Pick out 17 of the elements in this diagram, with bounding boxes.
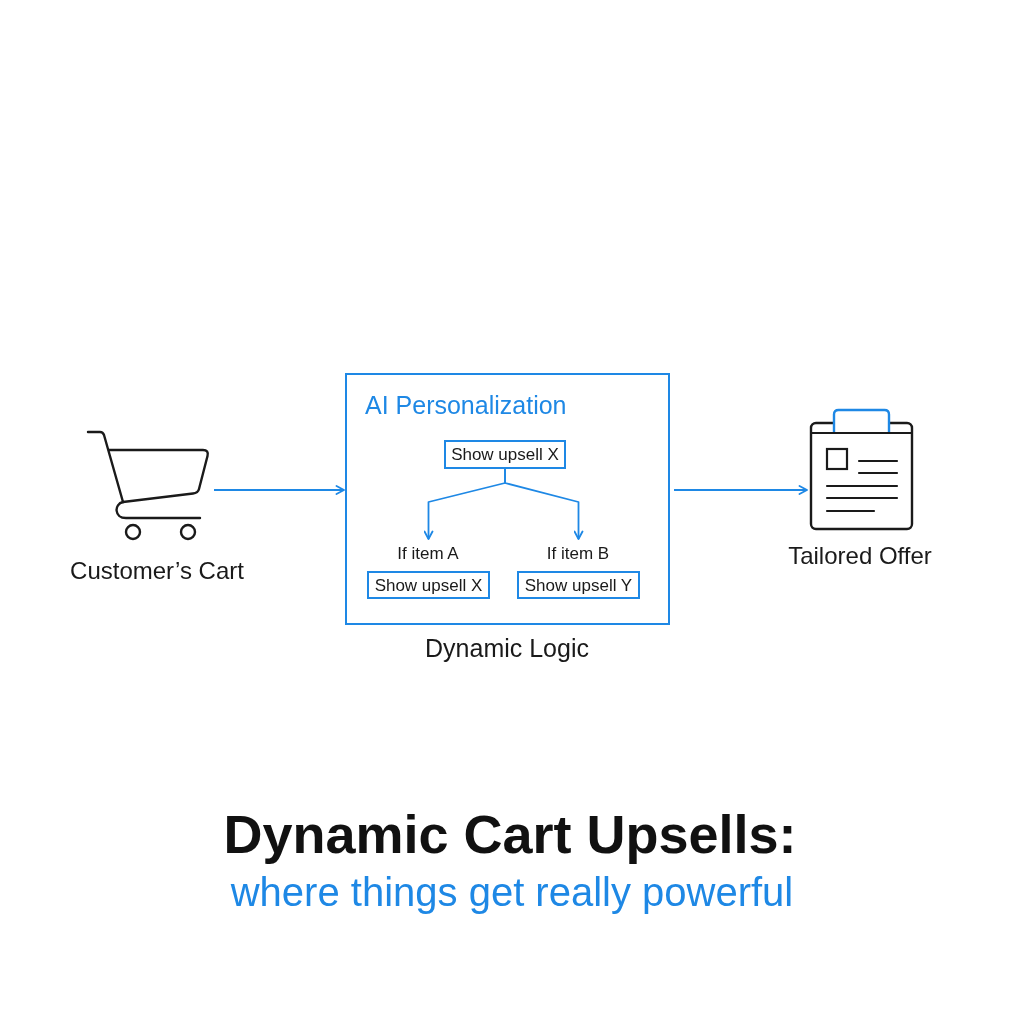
shopping-cart-icon bbox=[86, 428, 210, 542]
subtitle: where things get really powerful bbox=[230, 869, 794, 915]
arrow bbox=[504, 468, 584, 540]
caption-label: Dynamic Logic bbox=[425, 634, 589, 663]
panel-heading: AI Personalization bbox=[365, 391, 567, 420]
caption-label: Tailored Offer bbox=[788, 542, 932, 570]
clipboard-icon bbox=[808, 407, 915, 532]
title: Dynamic Cart Upsells: bbox=[223, 803, 797, 866]
arrow bbox=[673, 485, 808, 495]
process-box: Show upsell X bbox=[367, 571, 490, 599]
panel-frame bbox=[345, 373, 670, 625]
process-box: Show upsell Y bbox=[517, 571, 640, 599]
caption-label: If item B bbox=[546, 544, 610, 564]
caption-label: If item A bbox=[397, 544, 459, 564]
arrow bbox=[213, 485, 345, 495]
process-box: Show upsell X bbox=[444, 440, 566, 469]
caption-label: Customer’s Cart bbox=[70, 557, 244, 585]
